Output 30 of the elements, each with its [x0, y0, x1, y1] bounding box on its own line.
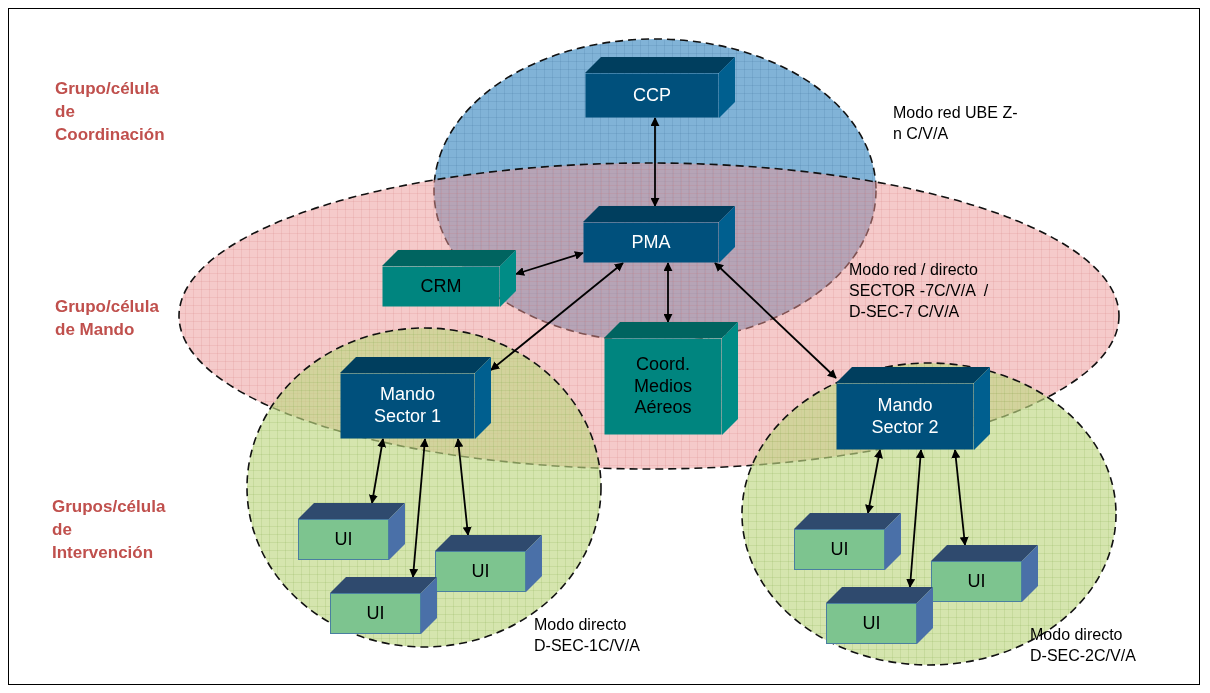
double-arrow	[663, 262, 673, 323]
mode-note: Modo red UBE Z-n C/V/A	[893, 103, 1018, 144]
double-arrow	[865, 449, 883, 514]
mode-note: Modo directo D-SEC-1C/V/A	[534, 615, 641, 656]
group-label: Grupo/célula de Coordinación	[55, 78, 166, 146]
double-arrow	[906, 449, 925, 588]
double-arrow	[515, 251, 584, 276]
block-label: UI	[334, 528, 353, 551]
block-label: PMA	[631, 231, 671, 254]
block-label: UI	[862, 612, 881, 635]
double-arrow	[714, 262, 837, 379]
block-label: CRM	[420, 275, 462, 298]
block-label: CCP	[633, 84, 671, 107]
mode-note: Modo red / directo SECTOR -7C/V/A / D-SEC-7 C/V/A	[849, 260, 990, 322]
block-label: Mando Sector 2	[870, 394, 940, 439]
block-label: Mando Sector 1	[372, 384, 442, 428]
double-arrow	[951, 449, 969, 546]
mode-note: Modo directo D-SEC-2C/V/A	[1030, 625, 1137, 666]
double-arrow	[409, 438, 429, 578]
block-label: UI	[471, 560, 490, 583]
double-arrow	[368, 438, 387, 504]
double-arrow	[650, 117, 660, 207]
double-arrow	[454, 438, 472, 536]
double-arrow	[490, 262, 624, 371]
group-label: Grupo/célula de Mando	[55, 296, 160, 341]
block-label: UI	[830, 538, 849, 561]
block-label: UI	[967, 570, 986, 593]
block-label: UI	[366, 602, 385, 625]
group-label: Grupos/célula de Intervención	[52, 496, 167, 564]
block-label: Coord. Medios Aéreos	[633, 354, 693, 419]
